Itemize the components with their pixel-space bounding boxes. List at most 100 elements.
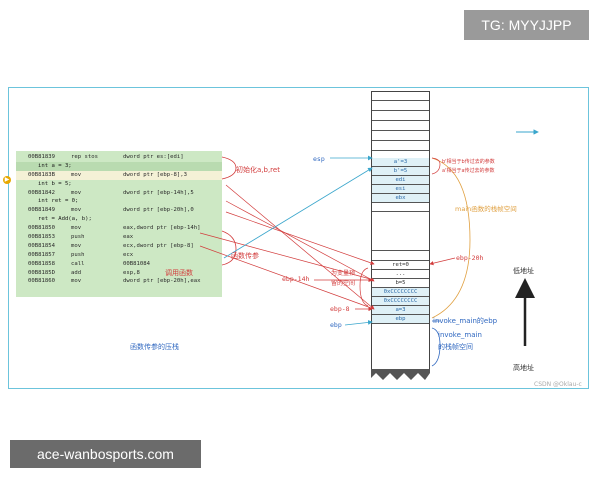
link-push-a: [199, 245, 375, 310]
code-source-line: int b = 5;: [16, 180, 222, 189]
call-label: 调用函数: [165, 269, 193, 277]
code-opcode: mov: [71, 171, 82, 178]
reserved-label-1: 为变量预: [331, 270, 356, 277]
code-source-text: int ret = 0;: [38, 198, 79, 205]
low-address-label: 低地址: [513, 267, 534, 275]
stack-cell-empty: [372, 203, 429, 212]
code-source-text: ret = Add(a, b);: [38, 216, 92, 223]
stack-cell-empty: [372, 92, 429, 101]
reserved-label-2: 留的空间: [331, 280, 356, 287]
stack-cell: esi: [372, 185, 429, 194]
code-address: 00B81858: [28, 260, 55, 267]
esp-label: esp: [313, 155, 325, 163]
code-asm-line: 00B81839 rep stos dword ptr es:[edi]: [16, 153, 222, 162]
invoke-space-bracket: [431, 327, 441, 367]
csdn-credit: CSDN @Oklau-c: [534, 381, 582, 388]
code-opcode: mov: [71, 278, 82, 285]
disassembly-panel: 00B81839 rep stos dword ptr es:[edi] int a …: [16, 151, 222, 297]
ebp-8-label: ebp-8: [330, 305, 350, 313]
code-opcode: mov: [71, 225, 82, 232]
stack-cell-empty: [372, 122, 429, 131]
stack-cell-empty: [372, 242, 429, 251]
stack-torn-edge: [371, 369, 430, 380]
invoke-ebp-label: invoke_main的ebp: [433, 317, 498, 325]
code-asm-line: 00B81854 mov ecx,dword ptr [ebp-8]: [16, 242, 222, 251]
invoke-space-label-1: invoke_main: [438, 331, 482, 339]
code-asm-line: 00B8185D add esp,8: [16, 269, 222, 278]
code-source-line: int a = 3;: [16, 161, 222, 171]
stack-cell: a=3: [372, 306, 429, 315]
code-source-line: ret = Add(a, b);: [16, 215, 222, 224]
stack-cell: ebp: [372, 315, 429, 324]
stack-cell: a'=3: [372, 158, 429, 167]
tg-tag: TG: MYYJJPP: [464, 10, 589, 40]
code-source-line: int ret = 0;: [16, 197, 222, 206]
code-operand: esp,8: [123, 269, 140, 276]
stack-cell: b'=5: [372, 167, 429, 176]
code-source-text: int a = 3;: [38, 162, 72, 169]
code-operand: dword ptr [ebp-14h],5: [123, 189, 194, 196]
code-opcode: push: [71, 251, 85, 258]
code-operand: eax,dword ptr [ebp-14h]: [123, 225, 201, 232]
code-operand: dword ptr [ebp-20h],eax: [123, 278, 201, 285]
stack-cell: 0xCCCCCCCC: [372, 297, 429, 306]
code-operand: dword ptr es:[edi]: [123, 154, 184, 160]
esp-arrow: [223, 167, 373, 259]
code-address: 00B81854: [28, 242, 55, 249]
stack-cell-empty: [372, 102, 429, 111]
code-address: 00B8183B: [28, 171, 55, 178]
code-address: 00B81860: [28, 278, 55, 285]
code-opcode: mov: [71, 242, 82, 249]
diagram-frame: [8, 87, 589, 389]
stack-cell-empty: [372, 142, 429, 151]
link-b: [225, 200, 375, 282]
code-operand: dword ptr [ebp-8],3: [123, 171, 187, 178]
code-asm-line: 00B8183B mov dword ptr [ebp-8],3: [16, 170, 222, 180]
init-label: 初始化a,b,ret: [236, 166, 280, 174]
code-asm-line: 00B81857 push ecx: [16, 251, 222, 260]
main-space-label: main函数的栈帧空间: [455, 205, 517, 213]
code-address: 00B81839: [28, 154, 55, 160]
pass-bracket: [221, 230, 237, 266]
link-a: [225, 184, 375, 310]
code-address: 00B8185D: [28, 269, 55, 276]
stack-cell: b=5: [372, 279, 429, 288]
code-opcode: mov: [71, 207, 82, 214]
ebp-20h-label: ebp-20h: [456, 254, 484, 262]
pass-label: 函数传参: [231, 252, 259, 260]
code-asm-line: 00B81858 call 00B81084: [16, 260, 222, 269]
current-line-arrow-icon: ▶: [3, 176, 11, 184]
code-asm-line: 00B81860 mov dword ptr [ebp-20h],eax: [16, 277, 222, 286]
ebp-pointer: [344, 320, 373, 326]
code-opcode: add: [71, 269, 82, 276]
code-opcode: rep stos: [71, 154, 98, 160]
stack-cell: 0xCCCCCCCC: [372, 288, 429, 297]
code-opcode: mov: [71, 189, 82, 196]
site-watermark: ace-wanbosports.com: [10, 440, 201, 468]
stack-cell: edi: [372, 176, 429, 185]
link-ret: [225, 211, 375, 265]
code-address: 00B81853: [28, 234, 55, 241]
stack-cell-empty: [372, 112, 429, 121]
code-operand: eax: [123, 234, 134, 241]
notes-bracket: [431, 157, 441, 175]
stack-cell-empty: [372, 252, 429, 261]
code-address: 00B81850: [28, 225, 55, 232]
high-address-label: 高地址: [513, 364, 534, 372]
code-operand: 00B81084: [123, 260, 150, 267]
link-push-b: [199, 232, 375, 281]
init-bracket: [221, 156, 237, 180]
stack-cell: ebx: [372, 194, 429, 203]
stack-cell: ret=0: [372, 261, 429, 270]
reserved-bracket: [359, 267, 369, 307]
push-title-label: 函数传参的压栈: [130, 343, 179, 351]
ebp-20h-pointer: [429, 257, 456, 266]
code-operand: ecx,dword ptr [ebp-8]: [123, 242, 194, 249]
code-source-text: int b = 5;: [38, 180, 72, 187]
code-opcode: call: [71, 260, 85, 267]
code-operand: ecx: [123, 251, 134, 258]
stack-cell-empty: [372, 132, 429, 141]
code-address: 00B81857: [28, 251, 55, 258]
